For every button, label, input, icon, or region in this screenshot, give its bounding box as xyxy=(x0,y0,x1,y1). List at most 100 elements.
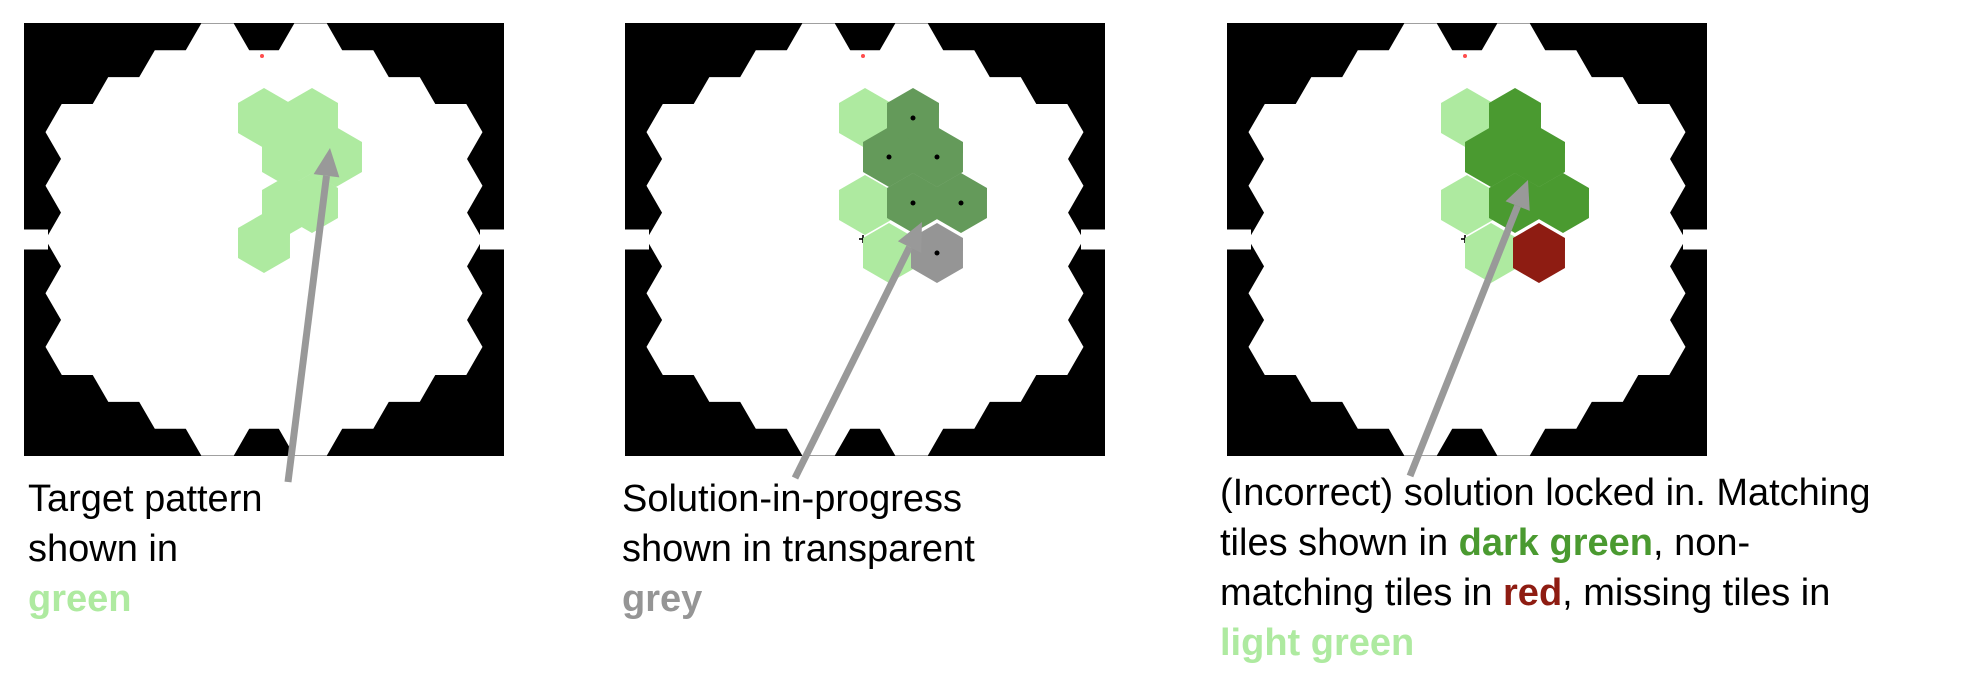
arena-right-gap xyxy=(1683,229,1707,250)
arena-tile xyxy=(832,50,898,107)
caption-line: shown in transparent xyxy=(622,528,975,570)
caption-highlight-dark-green: dark green xyxy=(1458,522,1653,564)
arena-tile xyxy=(45,265,111,322)
arena-tile xyxy=(185,238,250,295)
caption-line: shown in xyxy=(28,528,178,570)
target-tile xyxy=(839,87,891,149)
arena-tile xyxy=(832,372,898,429)
target-tile xyxy=(238,212,290,274)
arena-tile xyxy=(1248,211,1314,268)
arena-tile xyxy=(1574,130,1639,188)
arena-tile xyxy=(972,345,1037,402)
arena-tile xyxy=(786,184,851,241)
arena-tile xyxy=(138,372,204,429)
red-dot-icon xyxy=(260,54,264,58)
arena-tile xyxy=(185,184,250,241)
arena-tile xyxy=(231,318,297,375)
arena-tile xyxy=(832,318,898,375)
caption-text: , missing tiles in xyxy=(1562,572,1831,614)
arena-tile xyxy=(1341,318,1407,375)
arena-tile xyxy=(972,130,1037,188)
dot-icon xyxy=(910,115,916,121)
arena-tile xyxy=(1295,345,1360,402)
arena-tile xyxy=(1527,318,1593,375)
arena-tile xyxy=(138,104,204,161)
arena-tile xyxy=(185,23,250,80)
arena-tile xyxy=(646,265,712,322)
arena-tile xyxy=(417,104,483,161)
arena-left-gap xyxy=(1227,229,1251,250)
caption-highlight-grey: grey xyxy=(622,578,703,620)
arena-tile xyxy=(278,238,343,295)
arena-tile xyxy=(231,265,297,322)
arena-tile xyxy=(92,130,157,188)
arena xyxy=(45,23,483,456)
caption-solution-in-progress: Solution-in-progress shown in transparen… xyxy=(622,474,975,624)
arena-tile xyxy=(1341,211,1407,268)
arena-tile xyxy=(786,77,851,134)
arena-tile xyxy=(1620,211,1686,268)
arena-tile xyxy=(925,372,991,429)
arena-tile xyxy=(972,238,1037,295)
caption-highlight-red: red xyxy=(1503,572,1563,614)
arrow-icon xyxy=(1406,180,1530,478)
arena-right-gap xyxy=(480,229,504,250)
arena-tile xyxy=(1481,291,1546,349)
arena-tile xyxy=(1018,318,1084,375)
arena-tile xyxy=(739,211,805,268)
missing-tile xyxy=(1441,87,1493,149)
arena-tile xyxy=(138,157,204,214)
arena-tile xyxy=(1248,265,1314,322)
arena-tile xyxy=(646,211,712,268)
arena-tile xyxy=(1248,157,1314,214)
arena-tile xyxy=(1388,23,1453,80)
arena-tile xyxy=(1388,238,1453,295)
nonmatching-tile xyxy=(1513,222,1565,284)
arena-tile xyxy=(693,130,758,188)
arena-tile xyxy=(1574,291,1639,349)
arena-tile xyxy=(1481,345,1546,402)
arena-tile xyxy=(92,238,157,295)
arena-tile xyxy=(1434,265,1500,322)
arena-tile xyxy=(1295,77,1360,134)
arena-tile xyxy=(693,77,758,134)
arena-tile xyxy=(972,291,1037,349)
arena-tile xyxy=(324,265,390,322)
arena-tile xyxy=(1434,318,1500,375)
arena-tile xyxy=(879,23,944,80)
arena-tile xyxy=(925,318,991,375)
arena-tile xyxy=(45,318,111,375)
arena-tile xyxy=(1434,50,1500,107)
arena-tile xyxy=(693,184,758,241)
arena-tile xyxy=(693,291,758,349)
arena-tile xyxy=(1295,130,1360,188)
arena-tile xyxy=(324,372,390,429)
target-tile xyxy=(238,87,290,149)
arena-tile xyxy=(138,211,204,268)
arena-tile xyxy=(371,291,436,349)
arena-tile xyxy=(1388,291,1453,349)
arena-tile xyxy=(185,345,250,402)
missing-tile xyxy=(1441,174,1493,236)
red-dot-icon xyxy=(861,54,865,58)
arena-tile xyxy=(879,291,944,349)
arena-tile xyxy=(646,104,712,161)
arena-tile xyxy=(1341,157,1407,214)
arena-tile xyxy=(972,77,1037,134)
arena-tile xyxy=(786,291,851,349)
arena-tile xyxy=(1341,50,1407,107)
arena-tile xyxy=(786,130,851,188)
arena-tile xyxy=(185,291,250,349)
arena-tile xyxy=(278,345,343,402)
arena-tile xyxy=(45,157,111,214)
arena-tile xyxy=(739,318,805,375)
caption-target-pattern: Target pattern shown in green xyxy=(28,474,262,624)
panel-incorrect-solution xyxy=(1227,23,1707,456)
arena-tile xyxy=(1527,50,1593,107)
arena-tile xyxy=(1295,184,1360,241)
arena-tile xyxy=(1018,157,1084,214)
target-tile xyxy=(286,87,338,149)
arena-tile xyxy=(138,265,204,322)
arena-tile xyxy=(417,157,483,214)
arena-tile xyxy=(693,238,758,295)
